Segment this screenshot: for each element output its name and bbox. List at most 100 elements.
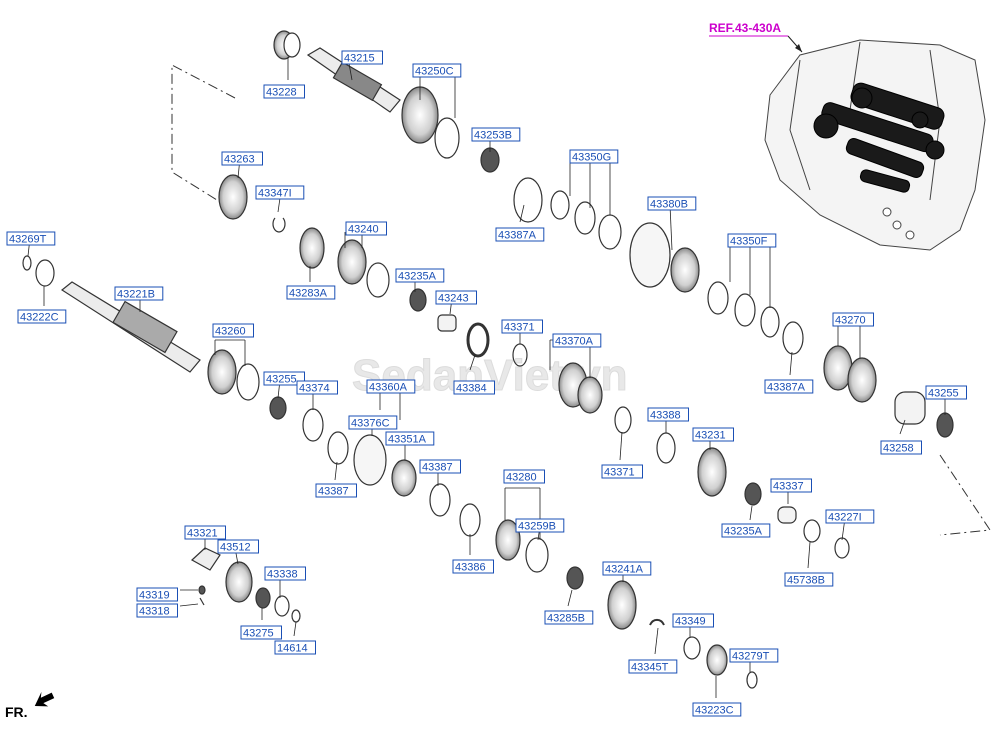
- part-number: 45738B: [787, 575, 825, 587]
- upper-shaft: [273, 30, 401, 113]
- part-label-43235a: 43235A: [721, 523, 771, 538]
- part-number: 43388: [650, 410, 681, 422]
- part-label-43371: 43371: [601, 464, 643, 479]
- part-label-box: [544, 610, 594, 625]
- part-label-43388: 43388: [647, 407, 689, 422]
- part-number: 43370A: [555, 336, 594, 348]
- part-label-box: [471, 127, 521, 142]
- part-label-box: [832, 312, 874, 327]
- part-label-43384: 43384: [453, 380, 495, 395]
- part-label-box: [6, 231, 56, 246]
- part-label-box: [263, 371, 305, 386]
- part-number: 43387A: [498, 230, 537, 242]
- part-label-43222c: 43222C: [17, 309, 67, 324]
- part-number: 43258: [883, 443, 914, 455]
- part-label-43371: 43371: [501, 319, 543, 334]
- part-number: 43360A: [369, 382, 408, 394]
- part-label-43223c: 43223C: [692, 702, 742, 717]
- part-label-43227i: 43227I: [825, 509, 875, 524]
- part-label-box: [764, 379, 814, 394]
- part-label-43235a: 43235A: [395, 268, 445, 283]
- part-number: 43259B: [518, 521, 556, 533]
- part-label-box: [419, 459, 461, 474]
- part-label-43270: 43270: [832, 312, 874, 327]
- part-number: 43319: [139, 590, 170, 602]
- part-label-box: [184, 525, 226, 540]
- part-label-box: [263, 84, 305, 99]
- part-label-43285b: 43285B: [544, 610, 594, 625]
- part-label-box: [569, 149, 619, 164]
- part-number: 43387: [422, 462, 453, 474]
- part-label-43349: 43349: [672, 613, 714, 628]
- part-label-box: [552, 333, 602, 348]
- part-label-box: [880, 440, 922, 455]
- part-label-43345t: 43345T: [628, 659, 678, 674]
- part-label-box: [345, 221, 387, 236]
- part-label-box: [692, 427, 734, 442]
- part-label-box: [770, 478, 812, 493]
- part-label-43228: 43228: [263, 84, 305, 99]
- part-number: 43250C: [415, 66, 454, 78]
- part-label-43370a: 43370A: [552, 333, 602, 348]
- part-label-43321: 43321: [184, 525, 226, 540]
- part-number: 43269T: [9, 234, 47, 246]
- part-number: 14614: [277, 643, 308, 655]
- part-number: 43347I: [258, 188, 292, 200]
- part-label-box: [395, 268, 445, 283]
- part-label-box: [136, 587, 178, 602]
- part-label-43351a: 43351A: [385, 431, 435, 446]
- part-number: 43318: [139, 606, 170, 618]
- part-label-box: [628, 659, 678, 674]
- part-number: 43337: [773, 481, 804, 493]
- part-label-box: [348, 415, 398, 430]
- part-label-43258: 43258: [880, 440, 922, 455]
- part-label-43243: 43243: [435, 290, 477, 305]
- part-label-43263: 43263: [221, 151, 263, 166]
- part-label-43260: 43260: [212, 323, 254, 338]
- part-label-14614: 14614: [274, 640, 316, 655]
- part-label-43338: 43338: [264, 566, 306, 581]
- part-label-box: [221, 151, 263, 166]
- part-label-43319: 43319: [136, 587, 178, 602]
- part-number: 43235A: [398, 271, 437, 283]
- part-label-43275: 43275: [240, 625, 282, 640]
- part-label-43250c: 43250C: [412, 63, 462, 78]
- part-label-43318: 43318: [136, 603, 178, 618]
- part-number: 43260: [215, 326, 246, 338]
- part-label-box: [114, 286, 164, 301]
- part-label-box: [925, 385, 967, 400]
- part-label-box: [515, 518, 565, 533]
- part-label-43512: 43512: [217, 539, 259, 554]
- part-number: 43387: [318, 486, 349, 498]
- part-number: 43231: [695, 430, 726, 442]
- part-label-43253b: 43253B: [471, 127, 521, 142]
- parts: [22, 30, 954, 689]
- part-label-43283a: 43283A: [286, 285, 336, 300]
- part-label-box: [825, 509, 875, 524]
- part-number: 43350G: [572, 152, 611, 164]
- part-number: 43223C: [695, 705, 734, 717]
- part-number: 43321: [187, 528, 218, 540]
- part-label-43337: 43337: [770, 478, 812, 493]
- part-number: 43228: [266, 87, 297, 99]
- part-label-box: [296, 380, 338, 395]
- part-label-43269t: 43269T: [6, 231, 56, 246]
- part-label-43259b: 43259B: [515, 518, 565, 533]
- part-label-box: [784, 572, 834, 587]
- part-label-box: [212, 323, 254, 338]
- part-number: 43255: [266, 374, 297, 386]
- part-label-box: [601, 464, 643, 479]
- part-label-box: [136, 603, 178, 618]
- fr-label: FR.: [5, 704, 28, 720]
- part-label-box: [495, 227, 545, 242]
- part-number: 43280: [506, 472, 537, 484]
- part-label-43240: 43240: [345, 221, 387, 236]
- part-label-box: [264, 566, 306, 581]
- part-label-43386: 43386: [452, 559, 494, 574]
- part-label-43376c: 43376C: [348, 415, 398, 430]
- part-number: 43240: [348, 224, 379, 236]
- part-label-43231: 43231: [692, 427, 734, 442]
- part-label-box: [501, 319, 543, 334]
- part-number: 43350F: [730, 236, 768, 248]
